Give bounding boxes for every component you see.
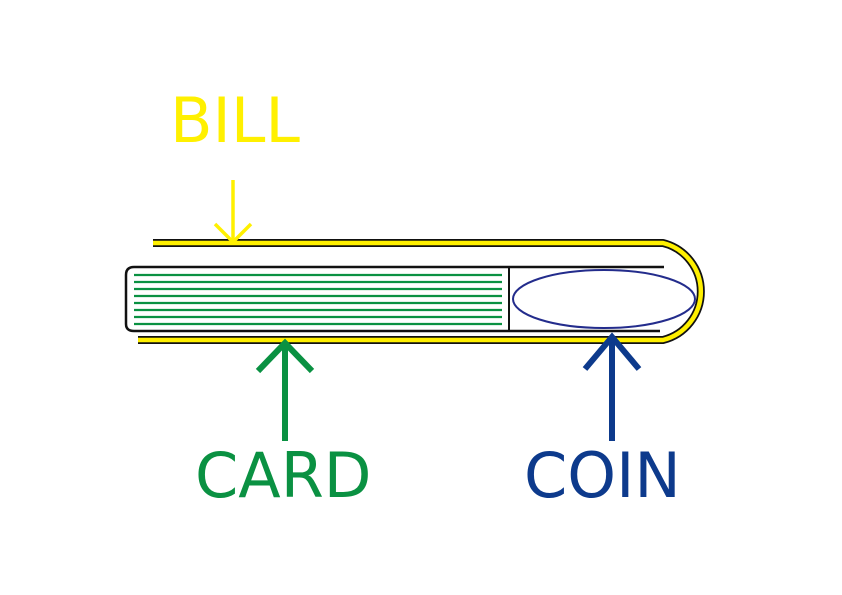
card-arrow [255, 338, 315, 441]
card-stack [134, 273, 502, 326]
coin-label: COIN [524, 439, 681, 512]
wallet-pocket [124, 265, 664, 333]
bill-fill [138, 240, 704, 343]
bill-strip [138, 239, 705, 344]
coin-shape [512, 269, 696, 329]
coin-arrow [582, 332, 642, 441]
card-label: CARD [195, 439, 372, 512]
bill-arrow [213, 180, 253, 245]
bill-label: BILL [170, 84, 300, 157]
